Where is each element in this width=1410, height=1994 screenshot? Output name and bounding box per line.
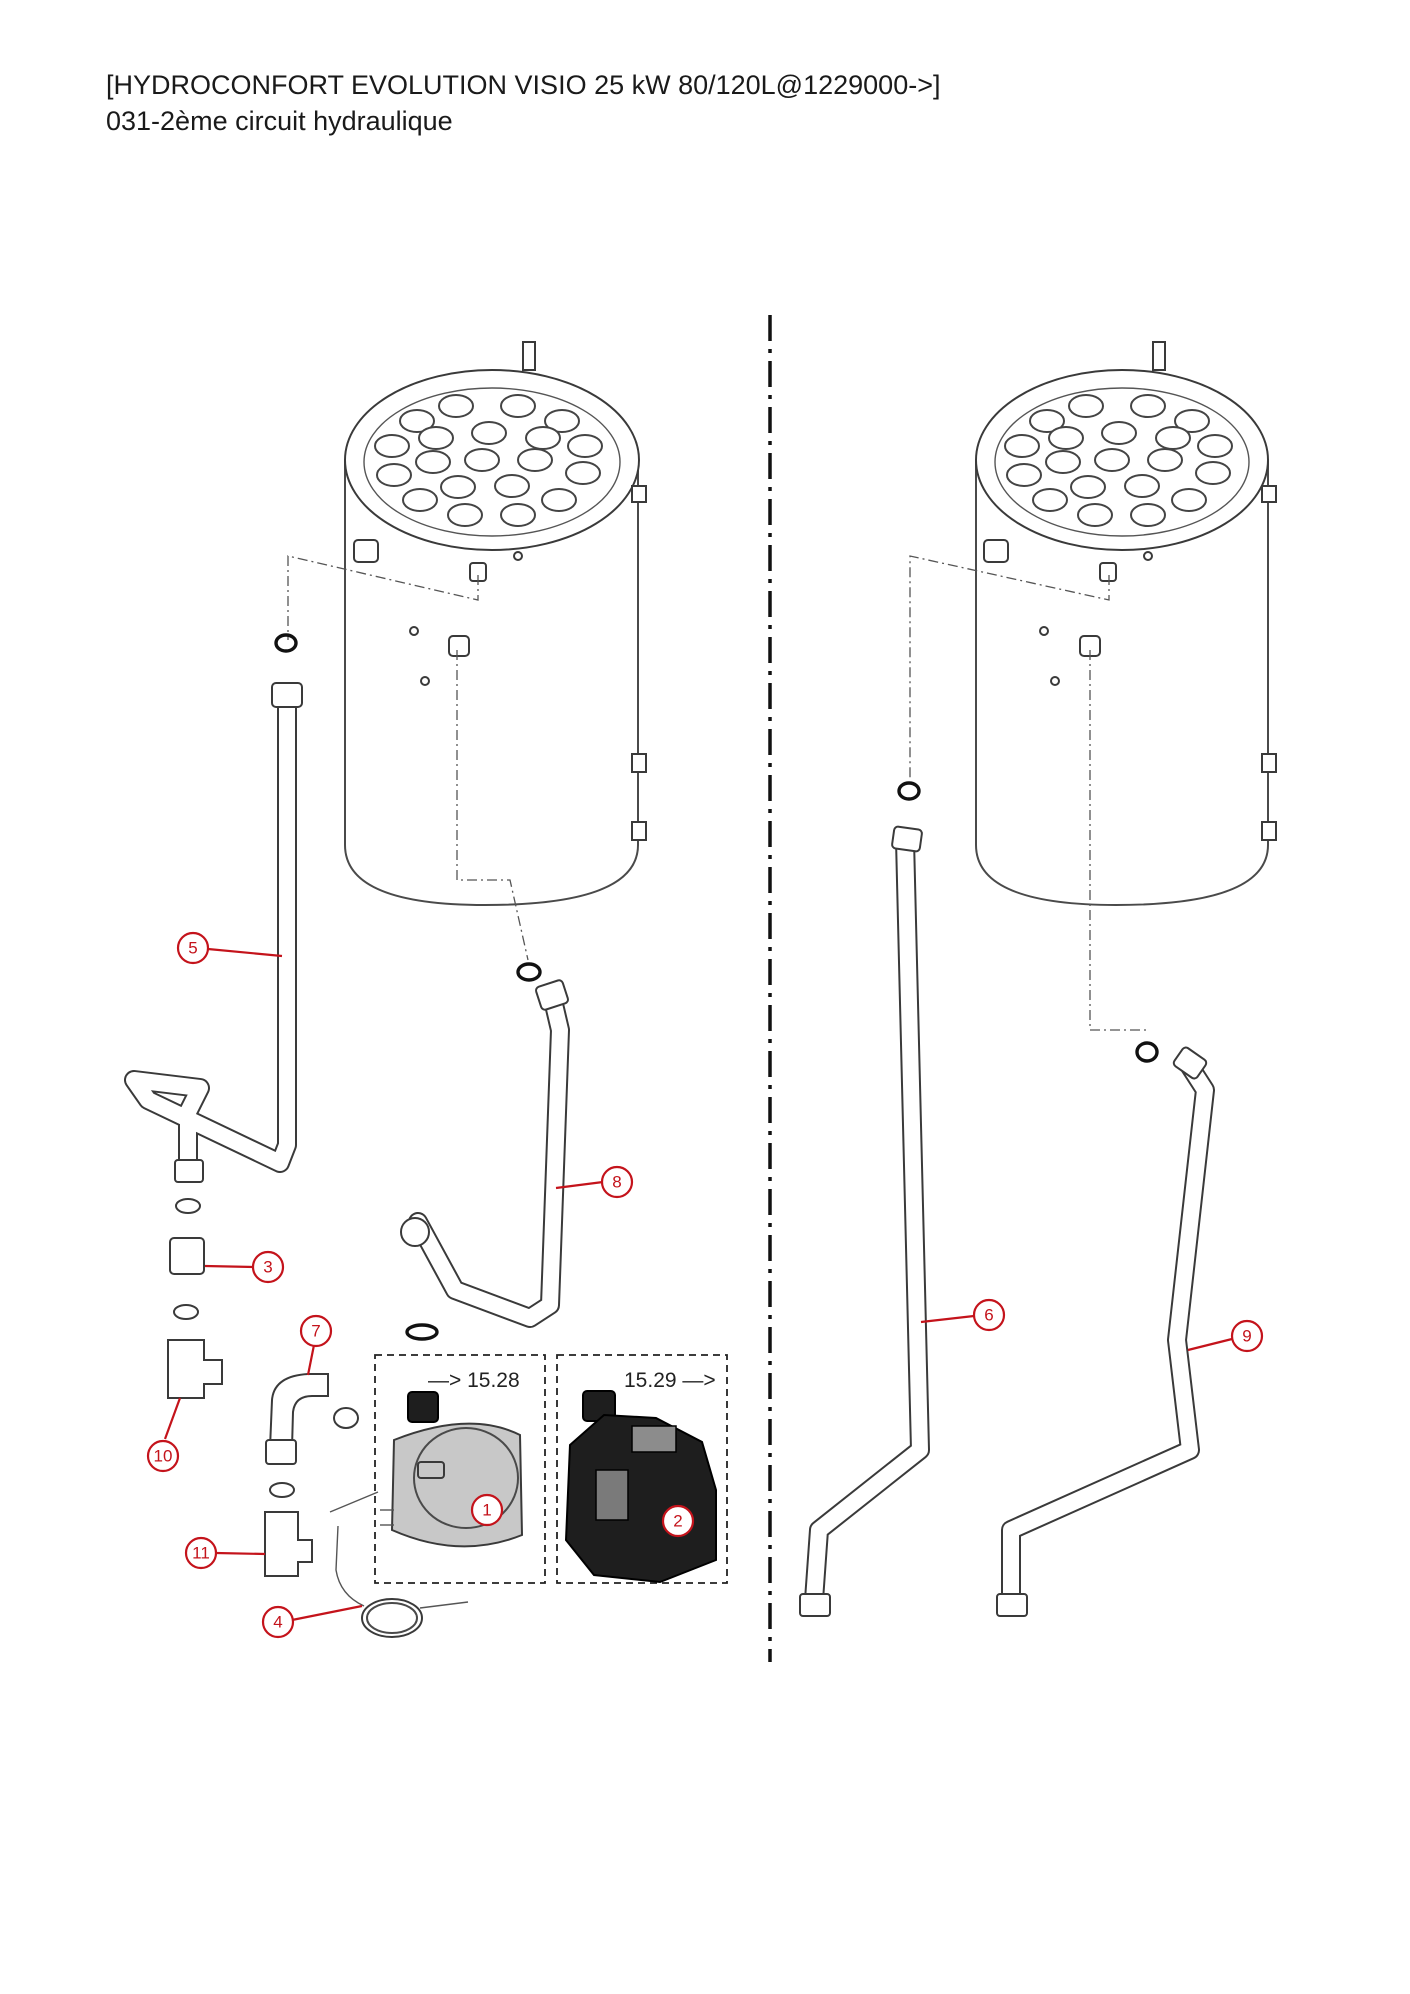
tank-left (344, 341, 647, 906)
fitting-3 (169, 1237, 205, 1275)
callouts: 1 2 3 4 5 6 7 (146, 931, 1264, 1639)
pipe-5 (124, 682, 303, 1183)
header: [HYDROCONFORT EVOLUTION VISIO 25 kW 80/1… (106, 68, 940, 139)
callout-11: 11 (184, 1536, 266, 1570)
callout-1: 1 (470, 1493, 504, 1527)
pump-2-group: 15.29 —> (556, 1354, 728, 1584)
pump-2-frame (556, 1354, 728, 1584)
tube-holes-right (1004, 394, 1233, 527)
callout-10: 10 (146, 1397, 182, 1473)
pump-1-group: —> 15.28 (374, 1354, 546, 1584)
callout-6: 6 (920, 1298, 1006, 1332)
tee-10 (167, 1339, 223, 1399)
svg-text:1: 1 (482, 1501, 491, 1520)
svg-text:11: 11 (192, 1544, 210, 1563)
cable-4 (361, 1598, 423, 1638)
tank-right (975, 341, 1277, 906)
callout-3: 3 (204, 1250, 285, 1284)
diagram-subtitle: 031-2ème circuit hydraulique (106, 105, 453, 136)
o-rings (274, 633, 1159, 1341)
ref-15-29: 15.29 —> (624, 1369, 716, 1392)
elbow-7 (268, 1373, 329, 1449)
svg-text:3: 3 (263, 1258, 272, 1277)
ref-15-28: —> 15.28 (428, 1369, 520, 1392)
svg-text:5: 5 (188, 939, 197, 958)
left-fittings (167, 1198, 469, 1638)
callout-9: 9 (1187, 1319, 1264, 1353)
assembly-lines (287, 555, 1146, 1031)
pipe-8 (400, 979, 570, 1328)
callout-5: 5 (176, 931, 283, 965)
callout-2: 2 (661, 1504, 695, 1538)
svg-text:10: 10 (154, 1447, 173, 1466)
pump-1-frame (374, 1354, 546, 1584)
tee-11 (264, 1511, 313, 1577)
pipe-6 (799, 825, 930, 1617)
callout-4: 4 (261, 1604, 363, 1639)
svg-text:2: 2 (673, 1512, 682, 1531)
svg-text:8: 8 (612, 1173, 621, 1192)
tube-holes-left (374, 394, 603, 527)
callout-7: 7 (299, 1314, 333, 1376)
callout-8: 8 (555, 1165, 634, 1199)
svg-text:4: 4 (273, 1613, 282, 1632)
svg-text:7: 7 (311, 1322, 320, 1341)
svg-text:6: 6 (984, 1306, 993, 1325)
diagram-title: [HYDROCONFORT EVOLUTION VISIO 25 kW 80/1… (106, 70, 941, 100)
svg-text:9: 9 (1242, 1327, 1251, 1346)
pipe-9 (996, 1046, 1215, 1617)
